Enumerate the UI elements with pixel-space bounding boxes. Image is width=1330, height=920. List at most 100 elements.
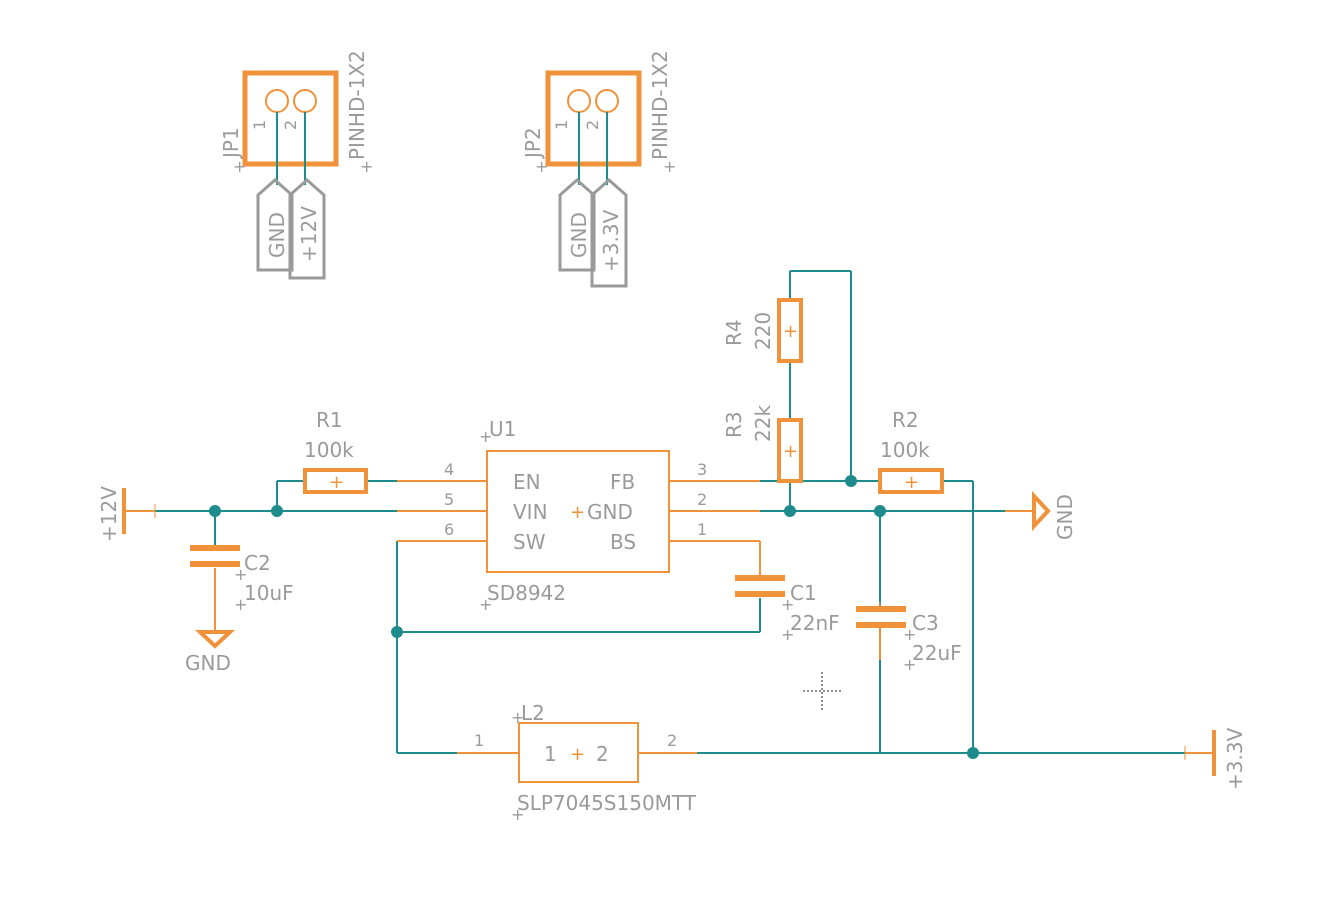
jp1-pin2-label: 2: [281, 120, 300, 130]
junction: [784, 505, 796, 517]
cursor-crosshair-icon: [803, 672, 841, 712]
jp2-pin2-pad[interactable]: [595, 89, 619, 113]
u1-pin-en-name: EN: [513, 470, 541, 494]
supply-3v3-label: +3.3V: [1223, 727, 1247, 790]
u1-ref-origin: +: [479, 427, 492, 446]
connector-jp2[interactable]: 1 2 JP2 PINHD-1X2 + + GND +3.3V: [521, 50, 676, 288]
jp2-net2-flag: [590, 177, 628, 288]
r3-body: [777, 418, 803, 483]
r1-origin: +: [329, 472, 344, 493]
resistor-r1[interactable]: + R1 100k: [303, 408, 368, 494]
junction: [874, 505, 886, 517]
u1-body: [486, 450, 670, 573]
u1-pin-en-num: 4: [444, 460, 454, 479]
jp2-ref-origin: +: [535, 157, 548, 176]
r1-body: [303, 468, 368, 494]
r2-origin: +: [904, 472, 919, 493]
ground-right-symbol: [1032, 490, 1051, 532]
jp1-net2-flag: [288, 177, 326, 280]
l2-origin: +: [570, 744, 585, 765]
capacitor-c3[interactable]: + C3 22uF + +: [856, 599, 962, 674]
c3-value-origin: +: [903, 655, 916, 674]
u1-ref: U1: [489, 417, 516, 441]
jp1-value-origin: +: [360, 157, 373, 176]
r2-body: [878, 468, 944, 494]
c3-value: 22uF: [912, 641, 962, 665]
jp1-value: PINHD-1X2: [345, 50, 369, 160]
u1-pin-gnd-num: 2: [697, 490, 707, 509]
l2-value-origin: +: [511, 805, 524, 824]
c2-value: 10uF: [244, 581, 294, 605]
jp2-net1-flag: [558, 177, 596, 272]
pin-stubs: [397, 480, 760, 754]
capacitor-c1[interactable]: C1 22nF + +: [735, 541, 840, 644]
r1-value: 100k: [304, 438, 354, 462]
jp2-pin1-pad[interactable]: [567, 89, 591, 113]
resistor-r4[interactable]: + R4 220: [722, 298, 803, 363]
junction: [845, 475, 857, 487]
ground-right[interactable]: GND: [1005, 490, 1077, 540]
jp2-pin2-label: 2: [583, 120, 602, 130]
c3-ref: C3: [912, 611, 939, 635]
l2-ref: L2: [521, 701, 545, 725]
c2-value-origin: +: [234, 595, 247, 614]
jp2-value-origin: +: [663, 157, 676, 176]
u1-pin-bs-num: 1: [697, 520, 707, 539]
l2-pin2-num: 2: [667, 731, 677, 750]
c3-ref-origin: +: [903, 625, 916, 644]
ground-left[interactable]: GND: [185, 630, 236, 675]
inductor-l2[interactable]: 1 2 + 1 2 L2 SLP7045S150MTT + +: [474, 701, 697, 824]
r3-ref: R3: [722, 411, 746, 438]
c2-ref-origin: +: [234, 565, 247, 584]
junction: [967, 747, 979, 759]
junction: [271, 505, 283, 517]
u1-origin: +: [570, 502, 585, 523]
c1-ref-origin: +: [781, 595, 794, 614]
supply-3v3[interactable]: +3.3V: [1184, 727, 1247, 790]
resistor-r2[interactable]: + R2 100k: [878, 408, 944, 494]
r2-value: 100k: [880, 438, 930, 462]
c3-origin: +: [874, 599, 886, 615]
jp1-ref: JP1: [219, 127, 243, 160]
u1-pin-vin-name: VIN: [513, 500, 548, 524]
u1-pin-fb-name: FB: [610, 470, 635, 494]
jp2-net1-label: GND: [567, 212, 591, 258]
ground-left-label: GND: [185, 651, 231, 675]
r3-origin: +: [783, 441, 798, 462]
c1-value-origin: +: [781, 625, 794, 644]
u1-pin-bs-name: BS: [610, 530, 636, 554]
jp1-body: [242, 70, 339, 167]
supply-12v-label: +12V: [97, 486, 121, 542]
l2-value: SLP7045S150MTT: [517, 791, 697, 815]
capacitor-c2[interactable]: C2 10uF + +: [190, 545, 294, 632]
u1-pin-sw-num: 6: [444, 520, 454, 539]
jp1-pin2-pad[interactable]: [293, 89, 317, 113]
u1-pin-fb-num: 3: [697, 460, 707, 479]
jp2-value: PINHD-1X2: [648, 50, 672, 160]
l2-body: [518, 722, 639, 783]
jp1-net2-label: +12V: [297, 206, 321, 262]
jp1-ref-origin: +: [233, 157, 246, 176]
r1-ref: R1: [316, 408, 343, 432]
resistor-r3[interactable]: + R3 22k: [722, 405, 803, 483]
c2-ref: C2: [244, 551, 271, 575]
l2-ref-origin: +: [511, 708, 524, 727]
c1-value: 22nF: [790, 611, 840, 635]
ic-u1[interactable]: EN VIN SW FB GND BS + 4 5 6 3 2 1 U1 SD8…: [444, 417, 707, 614]
r3-value: 22k: [751, 405, 775, 442]
jp2-body: [545, 70, 642, 167]
jp1-pin1-pad[interactable]: [265, 89, 289, 113]
jp1-pin1-label: 1: [250, 120, 269, 130]
u1-pin-vin-num: 5: [444, 490, 454, 509]
connector-jp1[interactable]: 1 2 JP1 PINHD-1X2 + + GND +12V: [219, 50, 373, 280]
u1-pin-gnd-name: GND: [587, 500, 633, 524]
r4-value: 220: [751, 312, 775, 350]
l2-body-pin2: 2: [596, 742, 609, 766]
r2-ref: R2: [892, 408, 919, 432]
jp2-pin1-label: 1: [552, 120, 571, 130]
supply-12v[interactable]: +12V: [97, 486, 156, 542]
junctions: [209, 475, 979, 759]
jp1-net1-label: GND: [265, 212, 289, 258]
jp2-net2-label: +3.3V: [599, 209, 623, 272]
